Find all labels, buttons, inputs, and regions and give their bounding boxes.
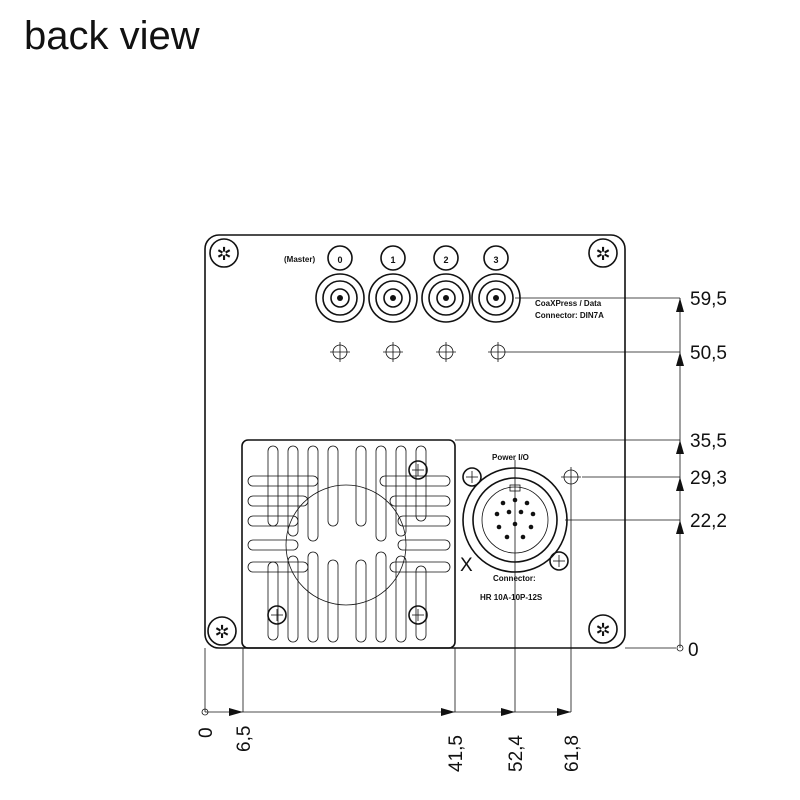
- axis-x-label: X: [460, 555, 473, 576]
- svg-text:✲: ✲: [595, 244, 610, 264]
- port-2: 2: [421, 245, 471, 323]
- port-3: 3: [471, 245, 521, 323]
- port-number-3: 3: [493, 255, 498, 265]
- coaxpress-label: CoaXPress / Data: [535, 299, 602, 308]
- vertical-dimension-arrows: [676, 298, 684, 534]
- power-io-screw-top: [462, 467, 482, 487]
- horizontal-dimension-arrows: [229, 708, 571, 716]
- connector-type-label: HR 10A-10P-12S: [480, 593, 543, 602]
- connector-label: Connector:: [493, 574, 536, 583]
- power-io-label: Power I/O: [492, 453, 529, 462]
- port-1: 1: [368, 245, 418, 323]
- heatsink: [241, 439, 456, 649]
- heatsink-screw-bottom-right: [408, 605, 428, 625]
- heatsink-screw-top: [408, 460, 428, 480]
- port-number-0: 0: [337, 255, 342, 265]
- corner-screw-bottom-left: ✲: [207, 616, 237, 646]
- dim-v-59-5: 59,5: [690, 289, 727, 310]
- heatsink-screw-bottom-left: [267, 605, 287, 625]
- port-0: 0: [315, 245, 365, 323]
- reference-hole: [561, 467, 581, 487]
- dim-h-6-5: 6,5: [234, 726, 255, 752]
- svg-text:✲: ✲: [595, 620, 610, 640]
- corner-screw-top-right: ✲: [588, 238, 618, 268]
- port-number-1: 1: [390, 255, 395, 265]
- dim-h-41-5: 41,5: [446, 735, 467, 772]
- dim-v-29-3: 29,3: [690, 468, 727, 489]
- power-io-screw-bottom: [549, 551, 569, 571]
- connector-din-label: Connector: DIN7A: [535, 311, 604, 320]
- mounting-hole-row: [330, 342, 508, 362]
- master-label: (Master): [284, 255, 315, 264]
- dim-v-50-5: 50,5: [690, 343, 727, 364]
- corner-screw-bottom-right: ✲: [588, 614, 618, 644]
- port-number-2: 2: [443, 255, 448, 265]
- svg-text:✲: ✲: [216, 244, 231, 264]
- horizontal-dimension-values: 0 6,5 41,5 52,4 61,8: [196, 726, 583, 772]
- power-io-connector: [462, 460, 568, 712]
- dim-v-22-2: 22,2: [690, 511, 727, 532]
- dim-h-0: 0: [196, 727, 217, 738]
- dim-h-52-4: 52,4: [506, 735, 527, 772]
- dim-h-61-8: 61,8: [562, 735, 583, 772]
- page-title: back view: [24, 14, 200, 58]
- corner-screw-top-left: ✲: [209, 238, 239, 268]
- vertical-dimension-values: 59,5 50,5 35,5 29,3 22,2 0: [688, 289, 727, 661]
- dim-v-35-5: 35,5: [690, 431, 727, 452]
- svg-text:✲: ✲: [214, 622, 229, 642]
- dim-v-0: 0: [688, 640, 699, 661]
